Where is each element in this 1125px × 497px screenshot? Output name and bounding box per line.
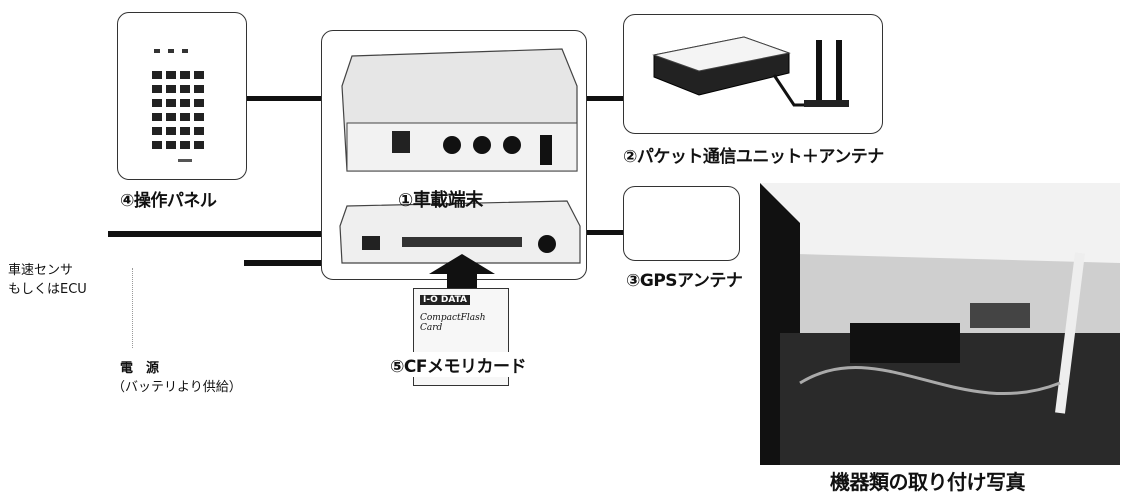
installation-photo [760,183,1120,465]
gps-antenna-box [623,186,740,261]
photo-caption: 機器類の取り付け写真 [830,470,1026,494]
cf-card-product: CompactFlash Card [420,313,486,333]
speed-sensor-label-line2: もしくはECU [8,282,87,297]
speed-sensor-label-line1: 車速センサ [8,263,74,278]
terminal-image [339,48,581,264]
insert-arrow [429,254,495,288]
terminal-box [321,30,587,280]
terminal-label: ①車載端末 [398,190,483,211]
packet-unit-image [652,36,849,107]
cf-card-brand: I-O DATA [420,295,471,305]
operation-panel-box [117,12,247,180]
gps-antenna-label: ③GPSアンテナ [626,271,743,291]
operation-panel-label: ④操作パネル [120,191,217,211]
cf-card-label: ⑤CFメモリカード [388,352,528,377]
connector-terminal-gps [587,230,623,235]
connector-power [244,260,321,266]
power-label-line1: 電 源 [120,361,160,376]
packet-unit-label: ②パケット通信ユニット＋アンテナ [623,147,884,167]
packet-unit-box [623,14,883,134]
connector-speed-sensor [108,231,321,237]
power-label-line2: （バッテリより供給） [112,380,242,395]
connector-terminal-packet [587,96,623,101]
operation-panel-image [152,49,204,162]
speed-sensor-dash-line [132,268,133,348]
connector-panel-terminal [247,96,321,101]
